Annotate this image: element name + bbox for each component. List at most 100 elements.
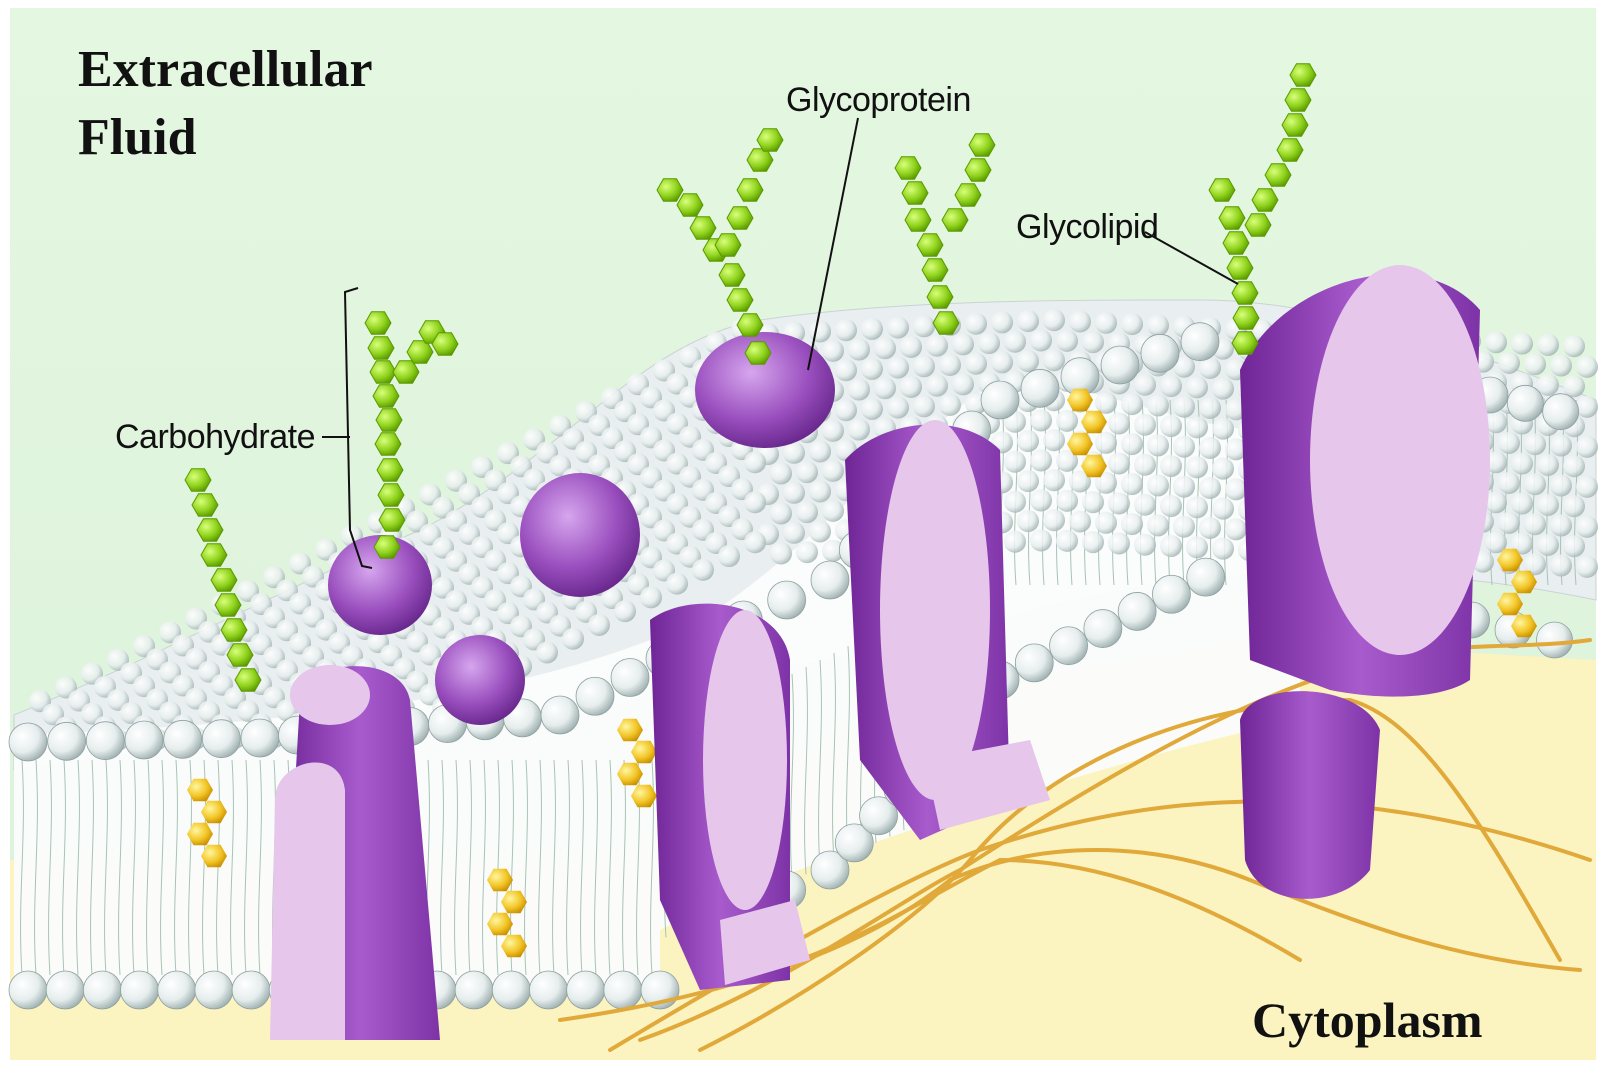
lipid-head	[1043, 509, 1065, 531]
lipid-head	[536, 642, 558, 664]
lipid-head	[1550, 435, 1572, 457]
lipid-head	[796, 461, 818, 483]
lipid-head	[1160, 375, 1182, 397]
lipid-head	[848, 379, 870, 401]
lipid-head	[1069, 511, 1091, 533]
lipid-head	[1121, 473, 1143, 495]
lipid-head	[1004, 491, 1026, 513]
lipid-head	[1134, 534, 1156, 556]
lipid-head	[822, 340, 844, 362]
lipid-head	[1147, 394, 1169, 416]
lipid-head	[1056, 410, 1078, 432]
lipid-head	[1095, 432, 1117, 454]
lipid-head	[978, 332, 1000, 354]
lipid-head	[1004, 331, 1026, 353]
lipid-head	[874, 337, 896, 359]
lipid-head	[1576, 556, 1598, 578]
lipid-head	[1498, 432, 1520, 454]
lipid-head	[1141, 334, 1179, 372]
lipid-head	[1186, 536, 1208, 558]
lipid-head	[783, 482, 805, 504]
lipid-head	[1017, 510, 1039, 532]
lipid-head	[887, 357, 909, 379]
lipid-head	[1017, 310, 1039, 332]
lipid-head	[241, 719, 279, 757]
lipid-head	[121, 971, 159, 1009]
lipid-head	[1118, 592, 1156, 630]
lipid-head	[1134, 454, 1156, 476]
lipid-head	[1181, 323, 1219, 361]
lipid-head	[1187, 558, 1225, 596]
lipid-head	[1199, 517, 1221, 539]
lipid-head	[1212, 378, 1234, 400]
lipid-head	[640, 586, 662, 608]
lipid-head	[1563, 335, 1585, 357]
lipid-head	[588, 614, 610, 636]
lipid-head	[1082, 491, 1104, 513]
lipid-head	[809, 321, 831, 343]
lipid-head	[1537, 534, 1559, 556]
lipid-head	[562, 628, 584, 650]
lipid-head	[861, 398, 883, 420]
lipid-head	[1121, 513, 1143, 535]
lipid-head	[1017, 350, 1039, 372]
lipid-head	[1160, 415, 1182, 437]
lipid-head	[1173, 436, 1195, 458]
lipid-head	[1537, 454, 1559, 476]
lipid-head	[1524, 513, 1546, 535]
lipid-head	[1212, 498, 1234, 520]
lipid-head	[770, 502, 792, 524]
lipid-head	[1563, 455, 1585, 477]
lipid-head	[965, 353, 987, 375]
lipid-head	[1160, 455, 1182, 477]
lipid-head	[1225, 478, 1247, 500]
lipid-head	[939, 394, 961, 416]
lipid-head	[887, 397, 909, 419]
lipid-head	[1576, 356, 1598, 378]
lipid-head	[811, 561, 849, 599]
lipid-head	[1576, 476, 1598, 498]
lipid-head	[913, 395, 935, 417]
lipid-head	[809, 521, 831, 543]
peripheral-protein	[520, 473, 640, 597]
lipid-head	[1576, 516, 1598, 538]
lipid-head	[1152, 575, 1190, 613]
lipid-head	[1030, 409, 1052, 431]
extracellular-label-line2: Fluid	[78, 112, 373, 164]
lipid-head	[861, 318, 883, 340]
lipid-head	[492, 971, 530, 1009]
lipid-head	[1030, 529, 1052, 551]
lipid-head	[1485, 331, 1507, 353]
lipid-head	[1576, 436, 1598, 458]
lipid-head	[913, 315, 935, 337]
lipid-head	[125, 721, 163, 759]
lipid-head	[1121, 393, 1143, 415]
lipid-head	[1082, 331, 1104, 353]
lipid-head	[874, 377, 896, 399]
lipid-head	[1524, 433, 1546, 455]
lipid-head	[604, 971, 642, 1009]
lipid-head	[1550, 515, 1572, 537]
lipid-head	[1017, 430, 1039, 452]
lipid-head	[718, 545, 740, 567]
lipid-head	[744, 531, 766, 553]
lipid-head	[1108, 532, 1130, 554]
lipid-head	[1550, 475, 1572, 497]
lipid-head	[1199, 437, 1221, 459]
lipid-head	[900, 376, 922, 398]
lipid-head	[1101, 346, 1139, 384]
lipid-head	[1043, 309, 1065, 331]
lipid-head	[991, 311, 1013, 333]
lipid-head	[1550, 555, 1572, 577]
lipid-head	[1186, 496, 1208, 518]
lipid-head	[1186, 416, 1208, 438]
lipid-head	[1134, 494, 1156, 516]
lipid-head	[1147, 434, 1169, 456]
lipid-head	[1084, 610, 1122, 648]
cytoplasm-label: Cytoplasm	[1252, 995, 1483, 1045]
lipid-head	[822, 500, 844, 522]
lipid-head	[835, 319, 857, 341]
carbohydrate-label: Carbohydrate	[115, 420, 315, 454]
lipid-head	[692, 559, 714, 581]
lipid-head	[1212, 418, 1234, 440]
